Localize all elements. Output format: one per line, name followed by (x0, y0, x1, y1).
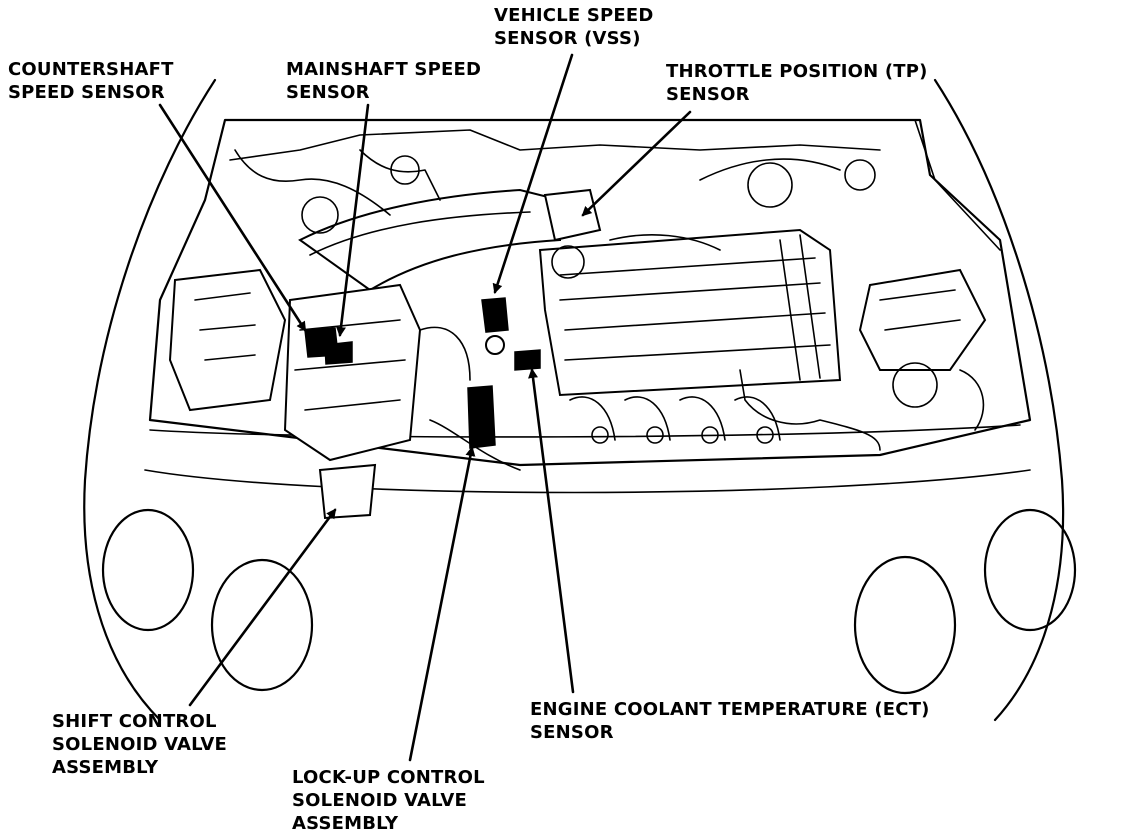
label-line: SHIFT CONTROL (52, 711, 217, 732)
leader-shift (188, 508, 337, 707)
label-line: LOCK-UP CONTROL (292, 767, 485, 788)
label-mainshaft-speed-sensor: MAINSHAFT SPEED SENSOR (286, 58, 481, 104)
label-line: ASSEMBLY (292, 813, 399, 834)
engine-bay (148, 118, 1032, 520)
leader-lockup (408, 446, 476, 762)
label-line: MAINSHAFT SPEED (286, 59, 482, 80)
label-vehicle-speed-sensor: VEHICLE SPEED SENSOR (VSS) (494, 4, 654, 50)
label-line: SENSOR (666, 84, 750, 105)
leader-lines (158, 53, 692, 762)
label-line: SENSOR (VSS) (494, 28, 641, 49)
leader-ect (528, 368, 575, 694)
label-line: ENGINE COOLANT TEMPERATURE (ECT) (530, 699, 930, 720)
leader-vss (492, 53, 574, 294)
headlights (101, 508, 1077, 695)
label-shift-control-solenoid: SHIFT CONTROL SOLENOID VALVE ASSEMBLY (52, 710, 227, 779)
label-line: COUNTERSHAFT (8, 59, 174, 80)
label-line: VEHICLE SPEED (494, 5, 654, 26)
label-line: SPEED SENSOR (8, 82, 165, 103)
label-countershaft-speed-sensor: COUNTERSHAFT SPEED SENSOR (8, 58, 174, 104)
label-engine-coolant-temp-sensor: ENGINE COOLANT TEMPERATURE (ECT) SENSOR (530, 698, 930, 744)
label-line: THROTTLE POSITION (TP) (666, 61, 928, 82)
leader-tp (581, 110, 692, 217)
leader-mainshaft (336, 103, 370, 337)
label-line: SENSOR (530, 722, 614, 743)
leader-countershaft (158, 103, 307, 332)
label-throttle-position-sensor: THROTTLE POSITION (TP) SENSOR (666, 60, 928, 106)
label-lockup-control-solenoid: LOCK-UP CONTROL SOLENOID VALVE ASSEMBLY (292, 766, 485, 835)
label-line: ASSEMBLY (52, 757, 159, 778)
label-line: SOLENOID VALVE (292, 790, 467, 811)
label-line: SENSOR (286, 82, 370, 103)
label-line: SOLENOID VALVE (52, 734, 227, 755)
body-outline (83, 78, 1065, 722)
